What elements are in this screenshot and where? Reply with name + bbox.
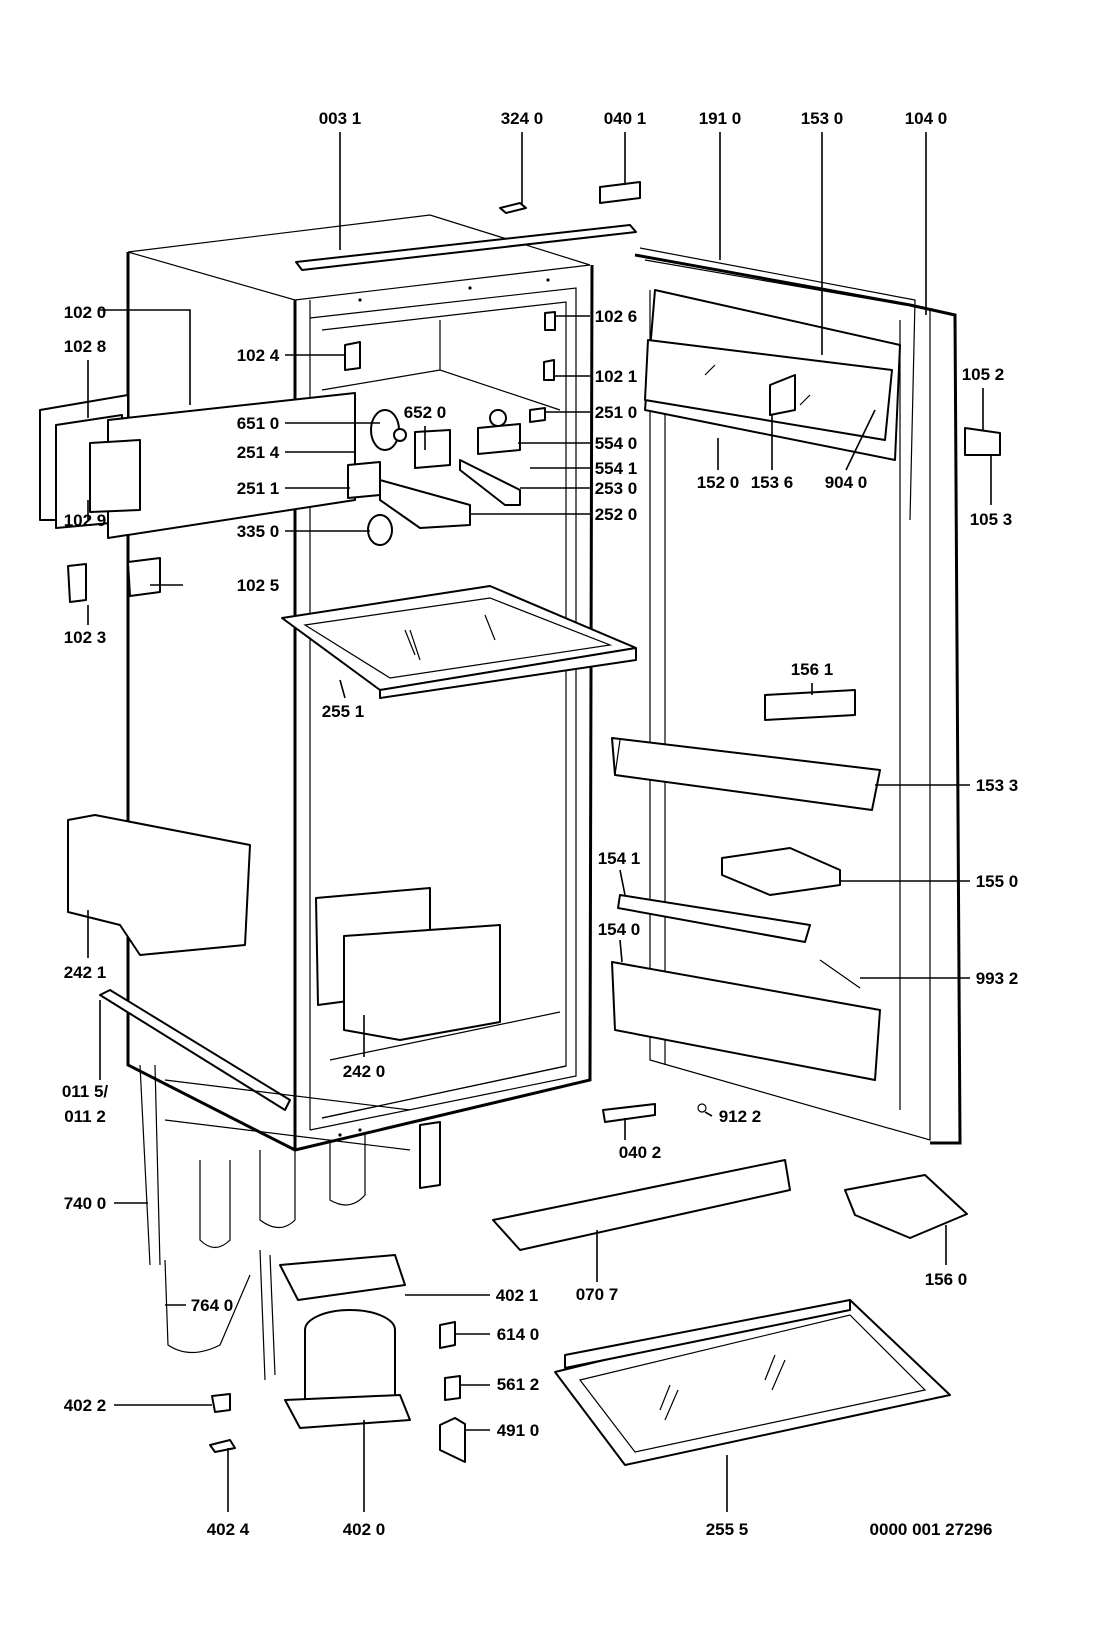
bracket-part (599, 181, 641, 204)
part-label: 153 3 (976, 776, 1019, 795)
compressor (259, 1249, 411, 1429)
light-cover-panel (39, 392, 356, 539)
part-label: 491 0 (497, 1421, 540, 1440)
part-label: 154 0 (598, 920, 641, 939)
part-label: 242 1 (64, 963, 107, 982)
part-label: 011 2 (64, 1107, 106, 1126)
part-label: 251 4 (237, 443, 280, 462)
starter-part (444, 1375, 461, 1401)
clip-part (499, 202, 527, 214)
part-label: 040 2 (619, 1143, 662, 1162)
leader-lines (87, 132, 992, 1512)
relay-part (439, 1321, 456, 1349)
part-label: 040 1 (604, 109, 647, 128)
part-label: 105 2 (962, 365, 1005, 384)
door-bin-upper (611, 737, 881, 811)
part-label: 102 6 (595, 307, 638, 326)
part-label: 651 0 (237, 414, 280, 433)
clip-part (543, 359, 555, 381)
glass-shelf (281, 585, 637, 699)
part-label: 251 1 (237, 479, 280, 498)
part-label: 105 3 (970, 510, 1013, 529)
part-label: 912 2 (719, 1107, 762, 1126)
butter-dish (764, 689, 856, 721)
part-label: 102 8 (64, 337, 107, 356)
relay-cover (439, 1417, 466, 1463)
clip-part (344, 341, 361, 371)
part-label: 011 5/ (62, 1082, 109, 1101)
ice-tray (844, 1174, 968, 1239)
part-label: 402 1 (496, 1286, 539, 1305)
hinge-part (67, 563, 87, 603)
door-rail (617, 894, 811, 943)
egg-tray (721, 847, 841, 896)
door-bin-lower (611, 961, 881, 1081)
part-label: 155 0 (976, 872, 1019, 891)
part-label: 102 5 (237, 576, 280, 595)
part-label: 153 0 (801, 109, 844, 128)
clip-part (209, 1439, 236, 1453)
part-label: 154 1 (598, 849, 641, 868)
part-label: 740 0 (64, 1194, 107, 1213)
grommet-part (211, 1393, 231, 1413)
part-label: 251 0 (595, 403, 638, 422)
part-label: 993 2 (976, 969, 1019, 988)
glass-shelf-lower (554, 1299, 951, 1466)
part-label: 561 2 (497, 1375, 540, 1394)
part-label: 402 0 (343, 1520, 386, 1539)
part-label: 104 0 (905, 109, 948, 128)
hinge-bracket (602, 1103, 656, 1123)
part-label: 402 2 (64, 1396, 107, 1415)
capillary-tube (164, 1259, 251, 1354)
part-label: 152 0 (697, 473, 740, 492)
hinge-part (964, 427, 1001, 456)
part-label: 253 0 (595, 479, 638, 498)
part-labels: 003 1 324 0 040 1 191 0 153 0 104 0 102 … (62, 109, 1018, 1539)
top-cover-strip (295, 224, 637, 271)
clip-part (544, 311, 556, 331)
part-label: 255 1 (322, 702, 365, 721)
part-label: 102 4 (237, 346, 280, 365)
part-label: 255 5 (706, 1520, 749, 1539)
part-label: 242 0 (343, 1062, 386, 1081)
dairy-compartment (644, 289, 901, 461)
part-label: 252 0 (595, 505, 638, 524)
part-label: 402 4 (207, 1520, 250, 1539)
part-label: 764 0 (191, 1296, 234, 1315)
part-label: 554 1 (595, 459, 638, 478)
part-label: 102 1 (595, 367, 638, 386)
part-label: 554 0 (595, 434, 638, 453)
part-label: 904 0 (825, 473, 868, 492)
part-label: 102 9 (64, 511, 107, 530)
part-label: 156 1 (791, 660, 834, 679)
part-label: 153 6 (751, 473, 794, 492)
part-label: 324 0 (501, 109, 544, 128)
bracket-part (127, 557, 161, 597)
part-label: 335 0 (237, 522, 280, 541)
crisper-drawer-left (67, 814, 251, 956)
part-label: 156 0 (925, 1270, 968, 1289)
part-label: 003 1 (319, 109, 362, 128)
crisper-drawer-right (315, 887, 501, 1041)
cover-strip (492, 1159, 791, 1251)
screw-part (697, 1103, 707, 1113)
drawing-number: 0000 001 27296 (870, 1520, 993, 1539)
probe-part (819, 959, 861, 989)
part-label: 070 7 (576, 1285, 619, 1304)
part-label: 102 0 (64, 303, 107, 322)
part-label: 191 0 (699, 109, 742, 128)
part-label: 102 3 (64, 628, 107, 647)
part-label: 614 0 (497, 1325, 540, 1344)
part-label: 652 0 (404, 403, 447, 422)
thermostat-assembly (347, 407, 546, 546)
base-rail (99, 989, 291, 1111)
condenser (139, 1064, 441, 1266)
